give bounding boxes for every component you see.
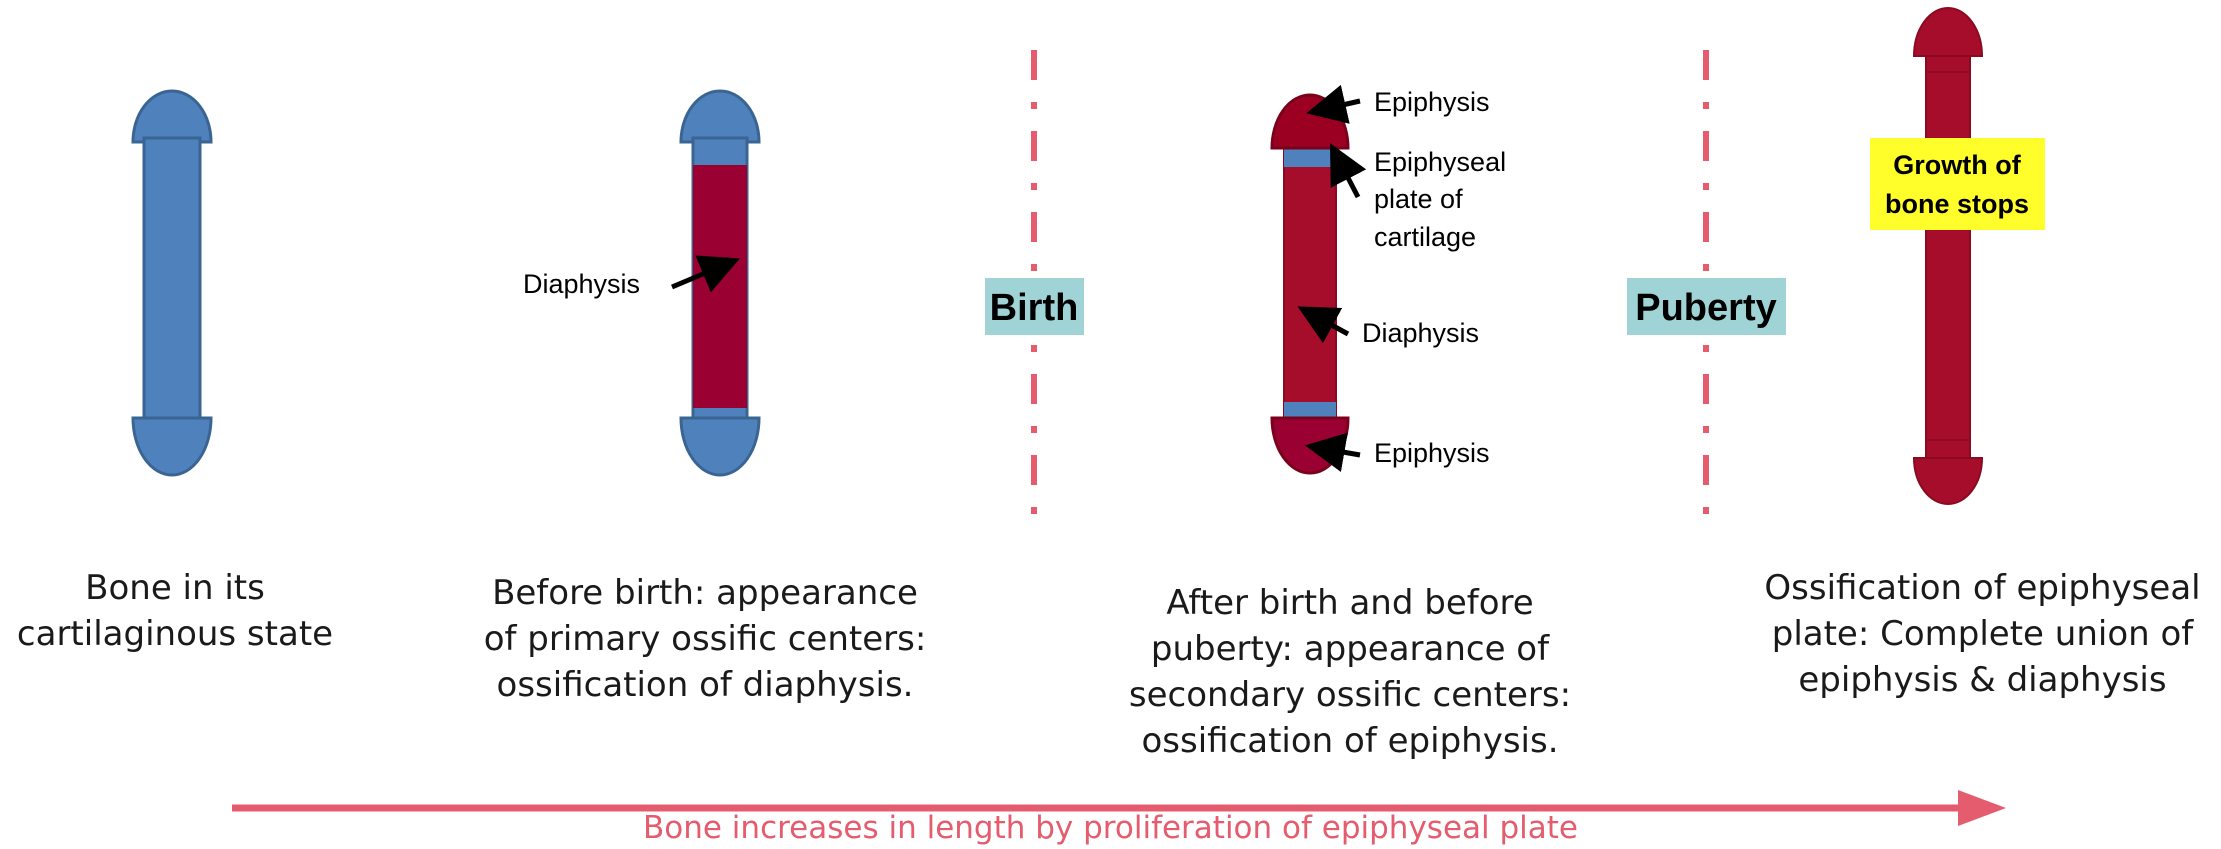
bone-before-birth-top-epiphysis [681, 91, 759, 142]
label-diaphysis-stage2: Diaphysis [523, 269, 640, 299]
label-growth-stops-1: Growth of [1893, 150, 2021, 180]
bone-ossified-shaft [1926, 48, 1970, 466]
label-epiphysis-top: Epiphysis [1374, 87, 1490, 117]
label-birth: Birth [990, 287, 1079, 329]
label-epiphyseal-plate-2: plate of [1374, 184, 1463, 214]
caption-after-birth: After birth and before puberty: appearan… [1120, 580, 1580, 764]
bone-after-birth-shaft [1284, 146, 1336, 420]
bone-before-birth [672, 91, 759, 475]
epiphysis-top [1272, 95, 1348, 148]
label-puberty: Puberty [1635, 287, 1776, 329]
bone-cartilage-bottom-epiphysis [133, 418, 211, 475]
bone-cartilage-top-epiphysis [133, 91, 211, 142]
bone-ossified-bottom-epiphysis [1914, 458, 1982, 504]
caption-before-birth: Before birth: appearance of primary ossi… [475, 570, 935, 708]
arrow-epiphyseal-plate [1345, 172, 1358, 197]
bone-before-birth-diaphysis [693, 165, 747, 408]
label-epiphyseal-plate-3: cartilage [1374, 222, 1476, 252]
bone-cartilage [133, 91, 211, 475]
label-epiphyseal-plate-1: Epiphyseal [1374, 147, 1506, 177]
caption-cartilage: Bone in its cartilaginous state [5, 565, 345, 657]
bone-after-birth [1272, 95, 1360, 473]
label-growth-stops-2: bone stops [1885, 189, 2029, 219]
bone-before-birth-bottom-epiphysis [681, 418, 759, 475]
label-epiphysis-bottom: Epiphysis [1374, 438, 1490, 468]
arrow-epiphysis-bottom [1337, 451, 1360, 455]
bone-cartilage-shaft [144, 138, 200, 418]
caption-ossified: Ossification of epiphyseal plate: Comple… [1755, 565, 2210, 703]
epiphysis-bottom [1272, 418, 1348, 473]
bone-ossified-top-epiphysis [1914, 8, 1982, 56]
timeline-caption: Bone increases in length by proliferatio… [0, 810, 2221, 846]
bone-ossified [1870, 8, 2045, 504]
label-diaphysis-stage3: Diaphysis [1362, 318, 1479, 348]
arrow-epiphysis-top [1338, 101, 1360, 106]
